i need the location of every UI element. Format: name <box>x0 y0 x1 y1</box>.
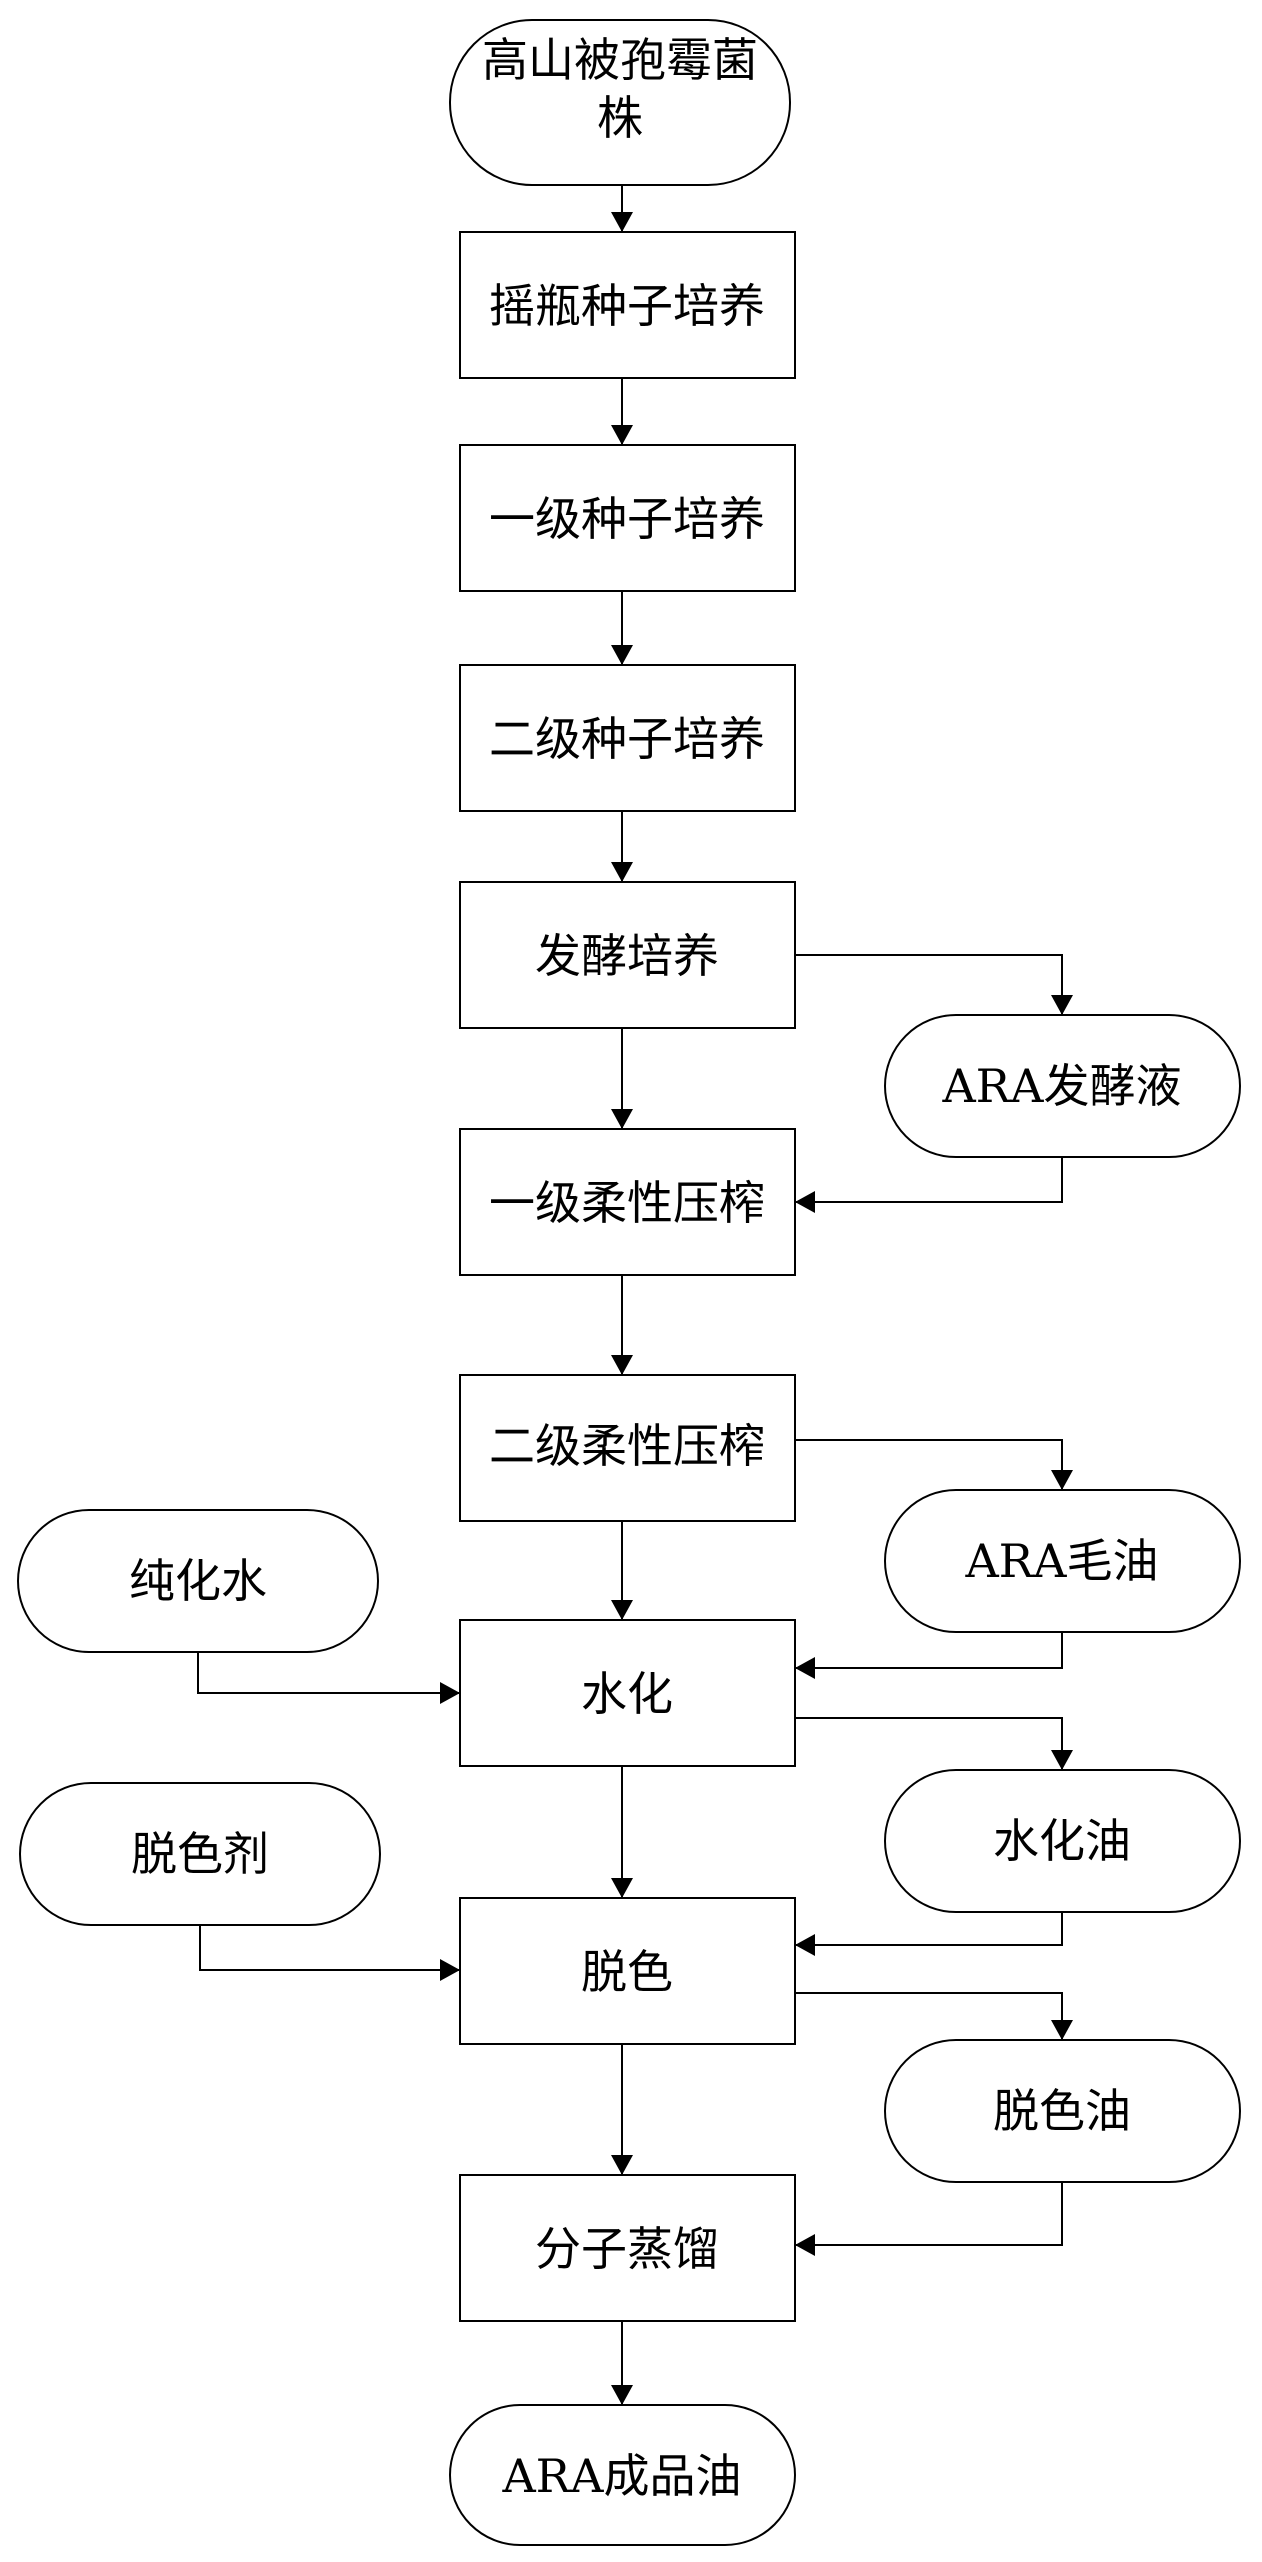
node-start-strain: 高山被孢霉菌 株 <box>449 19 791 186</box>
node-decolorized-oil: 脱色油 <box>884 2039 1241 2183</box>
node-decolorization-label: 脱色 <box>581 1945 673 1999</box>
arrow-fermentation-to-broth <box>795 954 1073 1015</box>
arrow-crude-oil-to-hydration <box>795 1632 1063 1679</box>
node-hydrated-oil: 水化油 <box>884 1769 1241 1913</box>
arrow-hydration-to-hydrated-oil <box>795 1717 1073 1770</box>
node-fermentation-culture-label: 发酵培养 <box>535 929 719 983</box>
node-secondary-seed-culture-label: 二级种子培养 <box>489 712 765 766</box>
arrow-decolorized-oil-to-distillation <box>795 2182 1063 2256</box>
node-ara-final-oil-label: ARA成品油 <box>501 2449 741 2503</box>
arrow-purified-water-to-hydration <box>197 1652 460 1704</box>
node-shake-flask-culture-label: 摇瓶种子培养 <box>489 279 765 333</box>
node-hydrated-oil-label: 水化油 <box>993 1814 1131 1868</box>
node-purified-water-label: 纯化水 <box>129 1554 267 1608</box>
node-ara-fermentation-broth-label: ARA发酵液 <box>941 1059 1181 1113</box>
connectors <box>197 185 1073 2405</box>
node-primary-seed-culture: 一级种子培养 <box>459 444 796 592</box>
node-secondary-flexible-press: 二级柔性压榨 <box>459 1374 796 1522</box>
node-decolorant: 脱色剂 <box>19 1782 381 1926</box>
arrow-decolorant-to-decolorization <box>199 1925 460 1981</box>
node-fermentation-culture: 发酵培养 <box>459 881 796 1029</box>
node-ara-crude-oil: ARA毛油 <box>884 1489 1241 1633</box>
node-molecular-distillation: 分子蒸馏 <box>459 2174 796 2322</box>
node-ara-fermentation-broth: ARA发酵液 <box>884 1014 1241 1158</box>
arrow-secondary-press-to-crude-oil <box>795 1439 1073 1490</box>
node-start-strain-label-line2: 株 <box>597 91 643 145</box>
arrow-hydrated-oil-to-decolorization <box>795 1912 1063 1956</box>
node-ara-final-oil: ARA成品油 <box>449 2404 796 2546</box>
node-hydration-label: 水化 <box>581 1667 673 1721</box>
node-decolorant-label: 脱色剂 <box>131 1827 269 1881</box>
node-primary-seed-culture-label: 一级种子培养 <box>489 492 765 546</box>
node-primary-flexible-press-label: 一级柔性压榨 <box>489 1176 765 1230</box>
node-ara-crude-oil-label: ARA毛油 <box>964 1534 1158 1588</box>
node-secondary-flexible-press-label: 二级柔性压榨 <box>489 1419 765 1473</box>
node-purified-water: 纯化水 <box>17 1509 379 1653</box>
node-hydration: 水化 <box>459 1619 796 1767</box>
arrow-broth-to-primary-press <box>795 1157 1063 1213</box>
node-secondary-seed-culture: 二级种子培养 <box>459 664 796 812</box>
node-molecular-distillation-label: 分子蒸馏 <box>535 2222 719 2276</box>
node-decolorization: 脱色 <box>459 1897 796 2045</box>
node-shake-flask-culture: 摇瓶种子培养 <box>459 231 796 379</box>
arrow-decolorization-to-decolorized-oil <box>795 1992 1073 2040</box>
node-decolorized-oil-label: 脱色油 <box>993 2084 1131 2138</box>
node-primary-flexible-press: 一级柔性压榨 <box>459 1128 796 1276</box>
node-start-strain-label-line1: 高山被孢霉菌 <box>482 33 758 87</box>
